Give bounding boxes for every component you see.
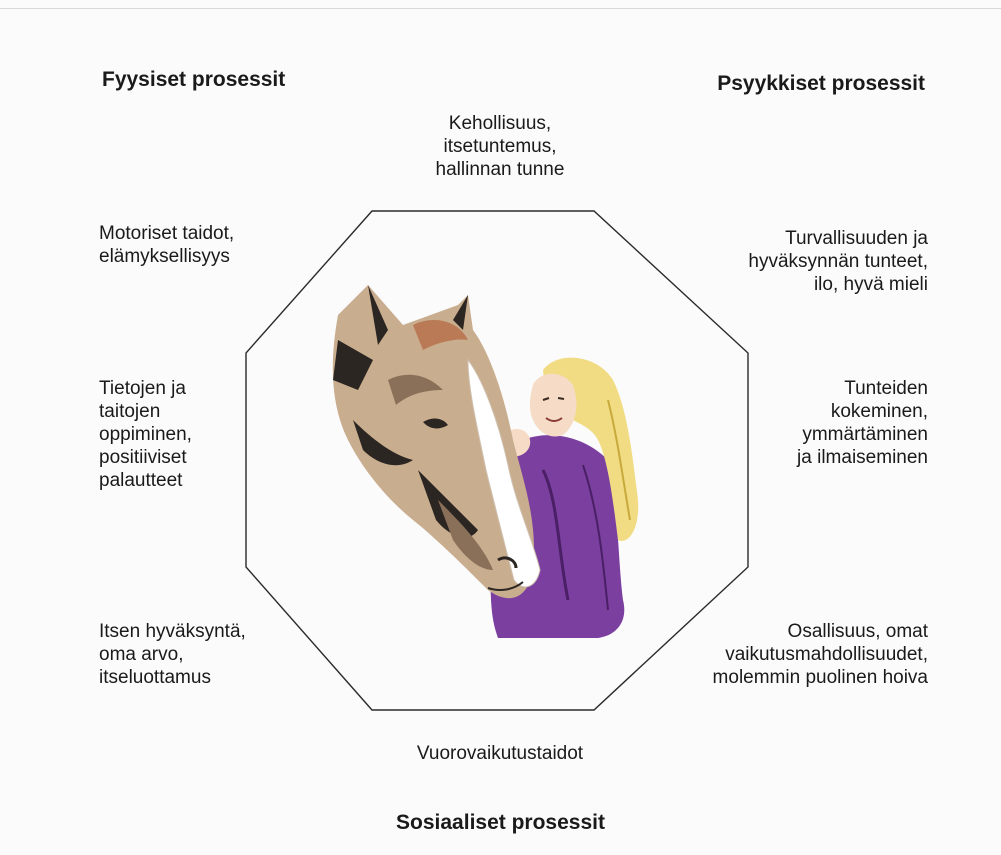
heading-social-processes: Sosiaaliset prosessit	[0, 811, 1001, 835]
label-right-3: Osallisuus, omat vaikutusmahdollisuudet,…	[713, 620, 928, 689]
heading-psychological-processes: Psyykkiset prosessit	[717, 72, 925, 96]
horse-and-girl-illustration	[318, 270, 648, 640]
label-bottom: Vuorovaikutustaidot	[350, 742, 650, 765]
heading-physical-processes: Fyysiset prosessit	[102, 68, 285, 92]
label-left-2: Tietojen ja taitojen oppiminen, positiiv…	[99, 377, 192, 492]
girl-face	[530, 374, 576, 437]
label-left-1: Motoriset taidot, elämyksellisyys	[99, 222, 234, 268]
label-left-3: Itsen hyväksyntä, oma arvo, itseluottamu…	[99, 620, 246, 689]
label-top: Kehollisuus, itsetuntemus, hallinnan tun…	[400, 112, 600, 181]
label-right-2: Tunteiden kokeminen, ymmärtäminen ja ilm…	[797, 377, 928, 469]
label-right-1: Turvallisuuden ja hyväksynnän tunteet, i…	[748, 227, 928, 296]
